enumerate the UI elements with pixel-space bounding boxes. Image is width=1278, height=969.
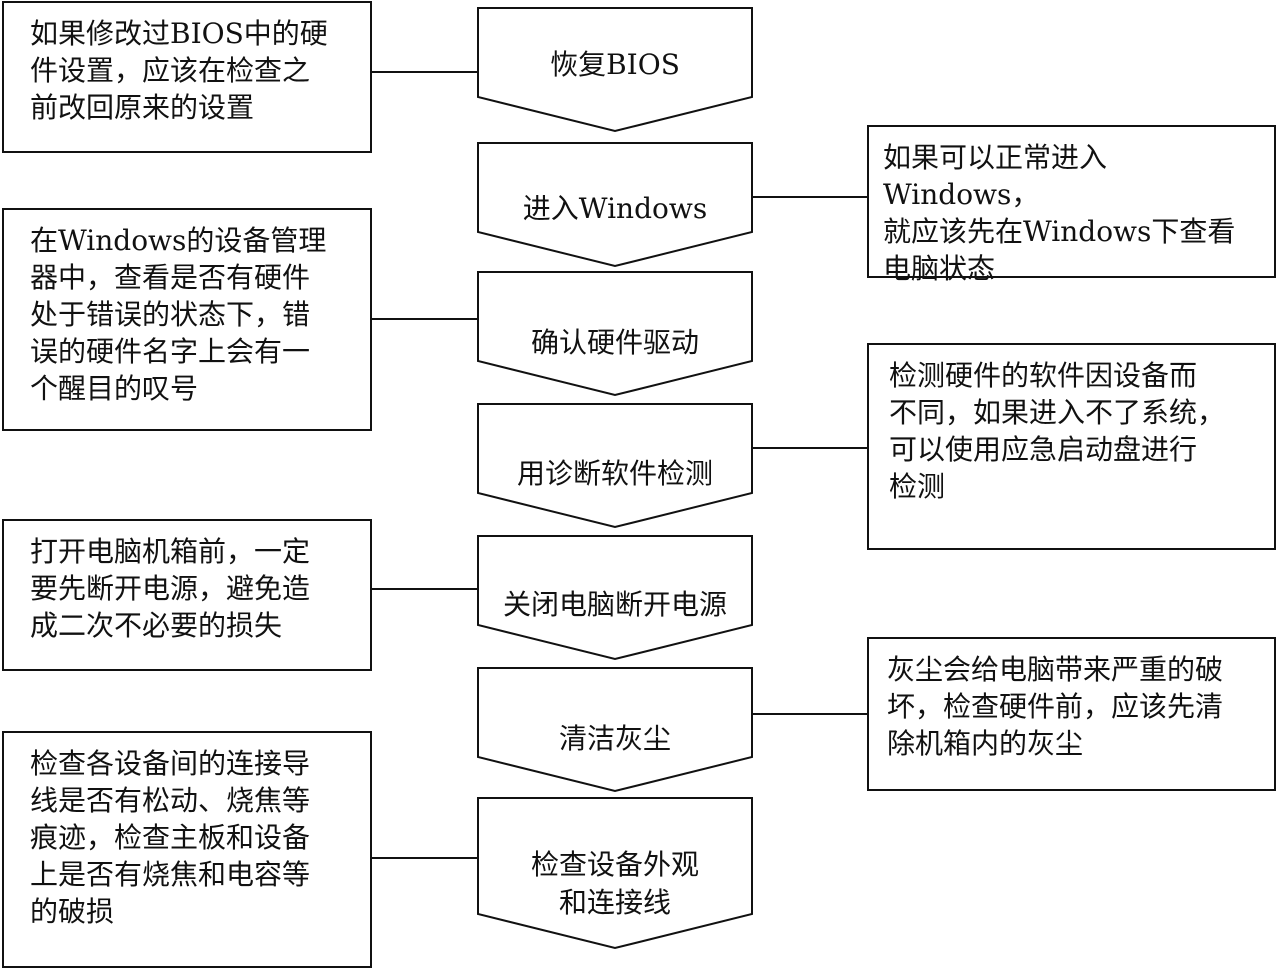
- note-power-off: 打开电脑机箱前，一定 要先断开电源，避免造 成二次不必要的损失: [2, 519, 372, 671]
- note-text: 打开电脑机箱前，一定 要先断开电源，避免造 成二次不必要的损失: [30, 535, 311, 642]
- note-text: 检查各设备间的连接导 线是否有松动、烧焦等 痕迹，检查主板和设备 上是否有烧焦和…: [30, 747, 311, 928]
- note-text: 如果修改过BIOS中的硬 件设置，应该在检查之 前改回原来的设置: [30, 17, 328, 124]
- step-shape-1: [477, 7, 753, 133]
- note-diagnostic-software: 检测硬件的软件因设备而 不同，如果进入不了系统， 可以使用应急启动盘进行 检测: [867, 343, 1276, 550]
- step-label-3: 确认硬件驱动: [530, 326, 699, 359]
- note-text: 在Windows的设备管理 器中，查看是否有硬件 处于错误的状态下，错 误的硬件…: [30, 224, 327, 405]
- step-label-1: 恢复BIOS: [550, 48, 680, 81]
- step-label-2: 进入Windows: [522, 192, 708, 225]
- note-device-manager: 在Windows的设备管理 器中，查看是否有硬件 处于错误的状态下，错 误的硬件…: [2, 208, 372, 431]
- note-enter-windows: 如果可以正常进入Windows， 就应该先在Windows下查看 电脑状态: [867, 125, 1276, 285]
- step-label-6: 清洁灰尘: [558, 722, 671, 755]
- step-shape-2: [477, 142, 753, 268]
- step-shape-3: [477, 271, 753, 397]
- note-check-cables: 检查各设备间的连接导 线是否有松动、烧焦等 痕迹，检查主板和设备 上是否有烧焦和…: [2, 731, 372, 968]
- note-restore-bios: 如果修改过BIOS中的硬 件设置，应该在检查之 前改回原来的设置: [2, 1, 372, 153]
- step-label-4: 用诊断软件检测: [516, 457, 713, 490]
- note-text: 灰尘会给电脑带来严重的破 坏，检查硬件前，应该先清 除机箱内的灰尘: [887, 653, 1224, 760]
- note-clean-dust: 灰尘会给电脑带来严重的破 坏，检查硬件前，应该先清 除机箱内的灰尘: [867, 637, 1276, 791]
- note-text: 如果可以正常进入Windows， 就应该先在Windows下查看 电脑状态: [883, 141, 1236, 285]
- step-label-7: 检查设备外观 和连接线: [530, 848, 699, 919]
- step-label-5: 关闭电脑断开电源: [502, 588, 727, 621]
- step-shape-4: [477, 403, 753, 529]
- step-shape-6: [477, 667, 753, 793]
- step-shape-7: [477, 797, 753, 950]
- note-text: 检测硬件的软件因设备而 不同，如果进入不了系统， 可以使用应急启动盘进行 检测: [889, 359, 1226, 503]
- step-shape-5: [477, 535, 753, 661]
